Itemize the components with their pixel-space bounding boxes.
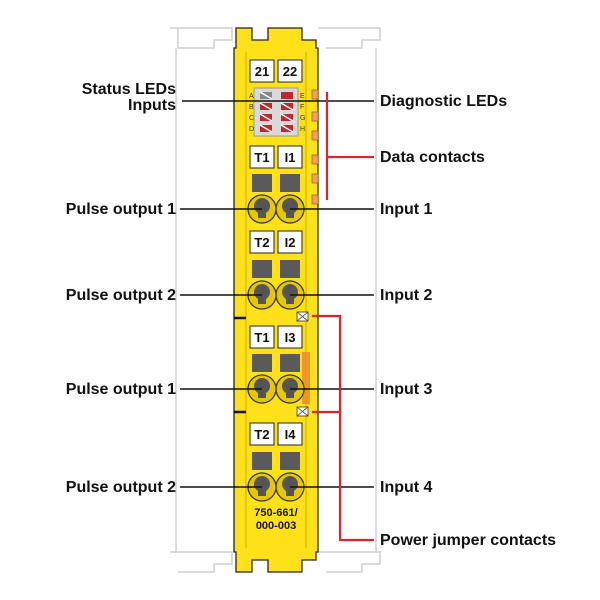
status-led-f [280, 102, 294, 111]
svg-text:I3: I3 [285, 330, 296, 345]
svg-text:T2: T2 [254, 235, 269, 250]
status-led-g [280, 113, 294, 122]
clamp-slot-icon [247, 472, 277, 502]
power-jumper-bracket [312, 314, 374, 542]
svg-text:H: H [300, 126, 305, 133]
svg-text:I2: I2 [285, 235, 296, 250]
svg-text:T1: T1 [254, 330, 269, 345]
label-pulse-output-1-upper: Pulse output 1 [66, 201, 176, 218]
label-input-2: Input 2 [380, 287, 433, 304]
status-led-d [259, 124, 273, 133]
label-input-1: Input 1 [380, 201, 433, 218]
data-contacts-bracket [325, 92, 374, 200]
svg-text:D: D [249, 126, 254, 133]
model-number-line1: 750-661/ [254, 507, 297, 519]
led-panel: A B C D E F G H [249, 87, 305, 137]
terminal-number-22: 22 [277, 59, 303, 83]
label-pulse-output-2-lower: Pulse output 2 [66, 479, 176, 496]
svg-text:T2: T2 [254, 427, 269, 442]
label-input-4: Input 4 [380, 479, 433, 496]
label-data-contacts: Data contacts [380, 149, 485, 166]
svg-text:C: C [249, 115, 254, 122]
channel-block-3: T1 I3 [247, 325, 310, 404]
label-pulse-output-1-lower: Pulse output 1 [66, 381, 176, 398]
status-led-e [281, 92, 293, 99]
status-led-h [280, 124, 294, 133]
power-jumper-marker-upper [234, 311, 309, 322]
svg-text:B: B [249, 104, 254, 111]
label-input-3: Input 3 [380, 381, 433, 398]
status-led-b [259, 102, 273, 111]
model-number-line2: 000-003 [256, 520, 296, 532]
svg-text:G: G [300, 115, 305, 122]
neighbor-module-outline-right [318, 27, 381, 573]
svg-text:I4: I4 [285, 427, 297, 442]
svg-text:F: F [300, 104, 304, 111]
svg-text:21: 21 [255, 64, 269, 79]
data-contacts [311, 89, 319, 205]
status-led-a [259, 91, 273, 100]
label-pulse-output-2-upper: Pulse output 2 [66, 287, 176, 304]
clamp-slot-icon [247, 374, 277, 404]
status-led-c [259, 113, 273, 122]
label-status-leds: Status LEDs [82, 81, 176, 98]
label-diagnostic-leds: Diagnostic LEDs [380, 93, 507, 110]
svg-text:22: 22 [283, 64, 297, 79]
svg-text:A: A [249, 93, 254, 100]
callout-lines [180, 100, 374, 488]
channel-block-4: T2 I4 [247, 422, 305, 502]
label-power-jumper-contacts: Power jumper contacts [380, 532, 556, 549]
neighbor-module-outline-left [170, 27, 233, 573]
label-inputs: Inputs [128, 97, 176, 114]
svg-text:T1: T1 [254, 150, 269, 165]
power-jumper-marker-lower [234, 406, 309, 417]
svg-text:E: E [300, 93, 305, 100]
terminal-number-21: 21 [249, 59, 275, 83]
svg-text:I1: I1 [285, 150, 296, 165]
